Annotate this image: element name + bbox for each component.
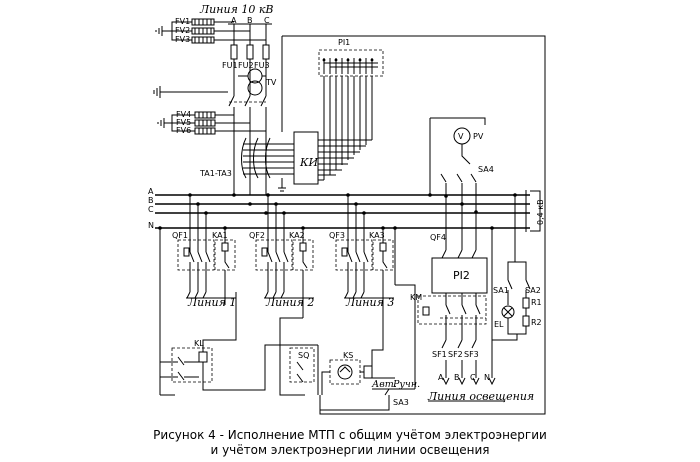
sa2-label: SA2: [525, 286, 541, 295]
ki-test-block: [293, 131, 319, 185]
lighting-line-label: Линия освещения: [427, 390, 534, 403]
phase-b-label: B: [247, 16, 253, 25]
ta-label: TA1-TA3: [199, 169, 232, 178]
schematic-diagram: Линия 10 кВ A B C FV1 FV2 FV3 FU1: [148, 3, 546, 415]
lamp-control: SA1 SA2 R1 EL R2: [492, 195, 542, 341]
ki-label: КИ: [299, 156, 319, 169]
ks-label: KS: [343, 351, 353, 360]
voltmeter-section: V PV SA4: [429, 117, 494, 212]
bus-section: A B C N 0,4 кВ: [148, 187, 545, 395]
current-transformers-ta1-ta3: TA1-TA3: [199, 122, 295, 195]
feeder-3: QF3 KA3 Линия 3: [329, 195, 396, 330]
el-label: EL: [494, 320, 504, 329]
out-b-label: B: [454, 373, 460, 382]
phase-a-label: A: [231, 16, 237, 25]
ruchn-label: Ручн.: [392, 379, 420, 390]
kl-label: KL: [194, 339, 204, 348]
out-n-label: N: [484, 373, 490, 382]
phase-c-label: C: [264, 16, 270, 25]
sf2-label: SF2: [448, 350, 463, 359]
bus-b-label: B: [148, 196, 154, 205]
r1-label: R1: [531, 298, 542, 307]
arresters-fv1-fv3: FV1 FV2 FV3: [155, 17, 266, 44]
figure-caption: Рисунок 4 - Исполнение МТП с общим учёто…: [0, 428, 700, 458]
v-label: V: [458, 132, 464, 141]
sa4-label: SA4: [478, 165, 494, 174]
pi2-label: PI2: [453, 269, 470, 282]
relay-kl: KL: [160, 305, 318, 396]
caption-line-1: Рисунок 4 - Исполнение МТП с общим учёто…: [153, 428, 547, 442]
qf3-label: QF3: [329, 231, 345, 240]
lighting-feeder: QF4 PI2 KM SF1 SF2 SF3 A B C N Линия осв…: [410, 196, 534, 403]
qf2-label: QF2: [249, 231, 265, 240]
bus-c-label: C: [148, 205, 154, 214]
pi1-label: PI1: [338, 38, 350, 47]
fuses-fu1-fu3: FU1 FU2 FU3: [222, 44, 270, 70]
ka3-label: KA3: [369, 231, 385, 240]
avt-label: Авт.: [371, 379, 397, 390]
fu1-label: FU1: [222, 61, 238, 70]
out-a-label: A: [438, 373, 444, 382]
out-c-label: C: [470, 373, 476, 382]
line-1-label: Линия 1: [187, 296, 236, 309]
sf1-label: SF1: [432, 350, 447, 359]
sa1-label: SA1: [493, 286, 509, 295]
pv-label: PV: [473, 132, 484, 141]
line-2-label: Линия 2: [265, 296, 314, 309]
caption-line-2: и учётом электроэнергии линии освещения: [210, 443, 490, 457]
ka2-label: KA2: [289, 231, 305, 240]
fu2-label: FU2: [238, 61, 254, 70]
bus-n-label: N: [148, 221, 154, 230]
meter-pi1: PI1: [318, 38, 384, 180]
hv-section: Линия 10 кВ A B C FV1 FV2 FV3 FU1: [153, 3, 546, 415]
relay-ks: KS Авт. Ручн. SA3: [320, 284, 420, 411]
km-label: KM: [410, 293, 422, 302]
fu3-label: FU3: [254, 61, 270, 70]
qf4-label: QF4: [430, 233, 446, 242]
sa3-label: SA3: [393, 398, 409, 407]
sq-label: SQ: [298, 351, 309, 360]
arresters-fv4-fv6: FV4 FV5 FV6: [157, 110, 266, 135]
r2-label: R2: [531, 318, 542, 327]
line-10kv-label: Линия 10 кВ: [199, 3, 274, 16]
bus-a-label: A: [148, 187, 154, 196]
kv04-label: 0,4 кВ: [536, 199, 545, 225]
feeder-2: QF2 KA2 Линия 2: [249, 195, 314, 318]
feeder-1: QF1 KA1 Линия 1: [172, 195, 237, 309]
meter-pi2: [431, 257, 488, 294]
qf1-label: QF1: [172, 231, 188, 240]
voltage-transformer-tv: TV: [238, 68, 277, 96]
sf3-label: SF3: [464, 350, 479, 359]
line-3-label: Линия 3: [345, 296, 394, 309]
switch-sq: SQ: [279, 317, 319, 396]
bus-junctions: [158, 193, 517, 230]
ka1-label: KA1: [212, 231, 228, 240]
tv-label: TV: [265, 78, 277, 87]
